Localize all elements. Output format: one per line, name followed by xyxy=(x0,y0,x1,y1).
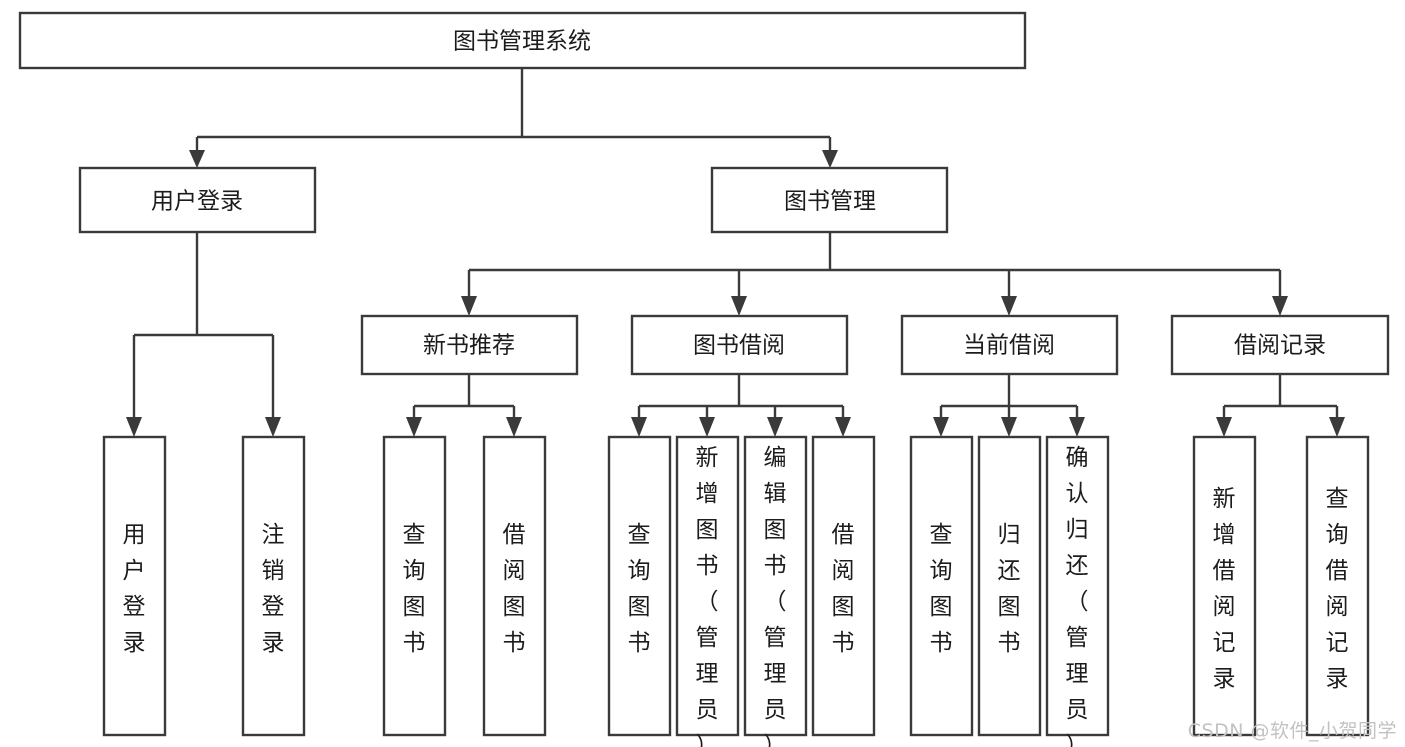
arrow-to-leaf-borrow-book-a xyxy=(506,417,522,437)
node-leaf-borrow-book-b-box[interactable] xyxy=(811,435,876,737)
node-leaf-user-login[interactable]: 用户登录 xyxy=(102,435,167,737)
arrow-to-borrow-record xyxy=(1272,296,1288,316)
arrow-to-current-borrow xyxy=(1001,296,1017,316)
arrow-to-leaf-user-login xyxy=(126,417,142,437)
node-leaf-add-book-label: 新增图书（管理员） xyxy=(696,445,719,747)
node-leaf-query-book-b-box[interactable] xyxy=(607,435,672,737)
node-user-login-box[interactable] xyxy=(78,166,317,234)
node-leaf-edit-book[interactable]: 编辑图书（管理员） xyxy=(743,435,808,747)
node-leaf-user-login-box[interactable] xyxy=(102,435,167,737)
node-user-login-label: 用户登录 xyxy=(151,189,243,215)
connector-layer xyxy=(126,68,1345,437)
node-leaf-edit-book-box[interactable] xyxy=(743,435,808,737)
node-leaf-query-book-c-label: 查询图书 xyxy=(930,522,953,656)
node-book-borrow-label: 图书借阅 xyxy=(693,333,785,359)
node-leaf-add-book-box[interactable] xyxy=(675,435,740,737)
arrow-to-leaf-confirm-return xyxy=(1069,417,1085,437)
node-leaf-query-record-label: 查询借阅记录 xyxy=(1326,486,1349,692)
node-leaf-logout-label: 注销登录 xyxy=(262,522,285,656)
arrow-to-leaf-add-record xyxy=(1216,417,1232,437)
node-leaf-query-book-b[interactable]: 查询图书 xyxy=(607,435,672,737)
node-current-borrow[interactable]: 当前借阅 xyxy=(900,314,1119,376)
node-root-box[interactable] xyxy=(18,11,1027,70)
node-leaf-query-book-a[interactable]: 查询图书 xyxy=(382,435,447,737)
node-leaf-query-record-box[interactable] xyxy=(1305,435,1370,737)
node-book-manage[interactable]: 图书管理 xyxy=(710,166,949,234)
node-new-book-rec-box[interactable] xyxy=(360,314,579,376)
arrow-to-new-book-rec xyxy=(461,296,477,316)
arrow-to-book-manage xyxy=(822,150,838,168)
node-leaf-borrow-book-a-label: 借阅图书 xyxy=(503,522,526,656)
node-leaf-confirm-return-label: 确认归还（管理员） xyxy=(1066,445,1089,747)
node-leaf-borrow-book-a-box[interactable] xyxy=(482,435,547,737)
node-book-borrow[interactable]: 图书借阅 xyxy=(630,314,849,376)
node-leaf-add-record-box[interactable] xyxy=(1192,435,1257,737)
node-leaf-query-book-b-label: 查询图书 xyxy=(628,522,651,656)
arrow-to-leaf-query-book-c xyxy=(933,417,949,437)
node-leaf-add-book[interactable]: 新增图书（管理员） xyxy=(675,435,740,747)
node-leaf-query-book-c[interactable]: 查询图书 xyxy=(909,435,974,737)
arrow-to-book-borrow xyxy=(731,296,747,316)
node-leaf-return-book-label: 归还图书 xyxy=(998,522,1021,656)
node-leaf-return-book[interactable]: 归还图书 xyxy=(977,435,1042,737)
node-user-login[interactable]: 用户登录 xyxy=(78,166,317,234)
node-current-borrow-box[interactable] xyxy=(900,314,1119,376)
node-leaf-add-record-label: 新增借阅记录 xyxy=(1213,486,1236,692)
node-leaf-add-record[interactable]: 新增借阅记录 xyxy=(1192,435,1257,737)
node-leaf-confirm-return-box[interactable] xyxy=(1045,435,1110,737)
arrow-to-user-login xyxy=(189,150,205,168)
arrow-to-leaf-add-book xyxy=(699,417,715,437)
arrow-to-leaf-return-book xyxy=(1001,417,1017,437)
node-leaf-query-book-c-box[interactable] xyxy=(909,435,974,737)
node-book-manage-label: 图书管理 xyxy=(784,189,876,215)
node-leaf-confirm-return[interactable]: 确认归还（管理员） xyxy=(1045,435,1110,747)
node-leaf-logout-box[interactable] xyxy=(241,435,306,737)
arrow-to-leaf-query-record xyxy=(1329,417,1345,437)
node-leaf-borrow-book-b[interactable]: 借阅图书 xyxy=(811,435,876,737)
node-leaf-user-login-label: 用户登录 xyxy=(123,522,146,656)
node-borrow-record[interactable]: 借阅记录 xyxy=(1170,314,1390,376)
node-book-borrow-box[interactable] xyxy=(630,314,849,376)
node-current-borrow-label: 当前借阅 xyxy=(963,333,1055,359)
node-leaf-logout[interactable]: 注销登录 xyxy=(241,435,306,737)
node-borrow-record-box[interactable] xyxy=(1170,314,1390,376)
node-borrow-record-label: 借阅记录 xyxy=(1234,333,1326,359)
arrow-to-leaf-query-book-b xyxy=(631,417,647,437)
node-leaf-query-book-a-label: 查询图书 xyxy=(403,522,426,656)
node-book-manage-box[interactable] xyxy=(710,166,949,234)
arrow-to-leaf-borrow-book-b xyxy=(835,417,851,437)
node-new-book-rec-label: 新书推荐 xyxy=(423,333,515,359)
arrow-to-leaf-edit-book xyxy=(767,417,783,437)
node-new-book-rec[interactable]: 新书推荐 xyxy=(360,314,579,376)
arrow-to-leaf-logout xyxy=(265,417,281,437)
node-leaf-query-book-a-box[interactable] xyxy=(382,435,447,737)
node-leaf-edit-book-label: 编辑图书（管理员） xyxy=(764,445,787,747)
node-root[interactable]: 图书管理系统 xyxy=(18,11,1027,70)
node-root-label: 图书管理系统 xyxy=(453,29,591,55)
node-leaf-borrow-book-a[interactable]: 借阅图书 xyxy=(482,435,547,737)
node-leaf-query-record[interactable]: 查询借阅记录 xyxy=(1305,435,1370,737)
node-leaf-return-book-box[interactable] xyxy=(977,435,1042,737)
node-leaf-borrow-book-b-label: 借阅图书 xyxy=(832,522,855,656)
arrow-to-leaf-query-book-a xyxy=(406,417,422,437)
